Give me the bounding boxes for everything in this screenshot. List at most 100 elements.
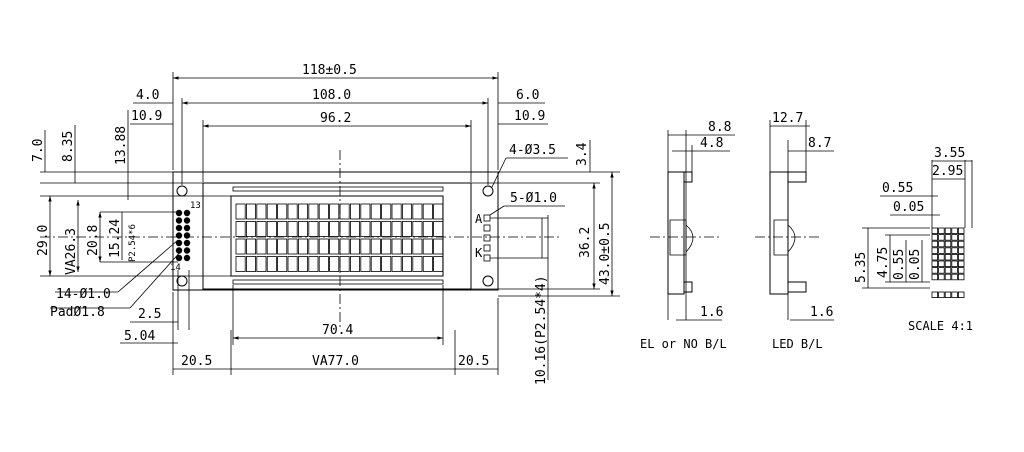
character-cell	[381, 238, 392, 255]
main-view: 13 A K 118±0.5 108.0 4.0 6.0	[31, 63, 620, 385]
character-cell	[381, 256, 392, 272]
matrix-dot	[951, 267, 958, 274]
pin-pad	[175, 224, 183, 232]
dim-20-5-right: 20.5	[458, 354, 489, 369]
pin-pad	[175, 232, 183, 239]
dim-3-4: 3.4	[575, 142, 590, 166]
cathode-label: K	[475, 246, 483, 260]
side-view-el: 8.8 4.8 1.6 EL or NO B/L	[640, 120, 735, 351]
pin-pad	[175, 239, 183, 247]
character-cell	[349, 221, 360, 237]
va-26-3: VA26.3	[64, 228, 79, 275]
led-dim-1-6: 1.6	[810, 305, 833, 320]
character-cell	[235, 203, 246, 220]
led-dim-12-7: 12.7	[772, 111, 803, 126]
left-margin-dim: 4.0	[136, 88, 159, 103]
right-margin-dim: 6.0	[516, 88, 539, 103]
matrix-dot	[931, 227, 938, 234]
character-cell	[256, 203, 267, 220]
pin-pad	[175, 209, 183, 217]
bezel-top-strip	[232, 186, 444, 192]
matrix-dot	[951, 247, 958, 254]
character-cell	[277, 221, 288, 237]
mount-hole-bottom-right	[482, 275, 494, 287]
character-cell	[287, 238, 298, 255]
character-cell	[266, 203, 277, 220]
matrix-dot	[938, 227, 945, 234]
character-cell	[381, 203, 392, 220]
character-cell	[245, 238, 256, 255]
character-cell	[360, 221, 371, 237]
character-cell	[297, 221, 308, 237]
character-cell	[370, 203, 381, 220]
character-cell	[329, 221, 340, 237]
character-cell	[329, 238, 340, 255]
cursor-dot	[958, 291, 965, 298]
char-dim-3-55: 3.55	[934, 146, 965, 161]
character-cell	[266, 221, 277, 237]
mount-hole-top-right	[482, 185, 494, 197]
matrix-dot	[931, 273, 938, 281]
bezel-bottom-strip	[232, 279, 444, 285]
character-cell	[339, 203, 350, 220]
matrix-dot	[938, 273, 945, 281]
matrix-dot	[938, 267, 945, 274]
char-dim-4-75: 4.75	[876, 247, 891, 278]
character-cell	[412, 221, 423, 237]
char-dim-0-55-side: 0.55	[892, 249, 907, 280]
bezel-outline	[202, 182, 472, 290]
el-dim-1-6: 1.6	[700, 305, 723, 320]
hole-pitch-dim: 108.0	[312, 88, 351, 103]
matrix-dot	[951, 227, 958, 234]
matrix-dot	[944, 240, 952, 248]
character-cell	[422, 203, 433, 220]
pcb-outline	[172, 171, 499, 291]
matrix-dot	[944, 247, 952, 254]
character-cell	[339, 221, 350, 237]
character-cell	[245, 221, 256, 237]
character-cell	[391, 203, 402, 220]
el-dim-8-8: 8.8	[708, 120, 731, 135]
matrix-dot	[958, 260, 965, 267]
matrix-dot	[931, 260, 938, 267]
cursor-dot	[944, 291, 952, 298]
matrix-dot	[951, 273, 958, 281]
char-dim-2-95: 2.95	[932, 164, 963, 179]
character-cell	[277, 256, 288, 272]
character-detail: 3.55 2.95 0.55 0.05 5.35 4.75 0.55 0.05 …	[854, 146, 973, 333]
character-cell	[318, 221, 329, 237]
character-cell	[339, 238, 350, 255]
dim-5-04: 5.04	[124, 329, 155, 344]
dim-20-5-left: 20.5	[181, 354, 212, 369]
character-cell	[391, 221, 402, 237]
character-cell	[287, 221, 298, 237]
matrix-dot	[944, 260, 952, 267]
cursor-dot	[931, 291, 938, 298]
matrix-dot	[938, 240, 945, 248]
character-cell	[360, 203, 371, 220]
matrix-dot	[938, 260, 945, 267]
el-caption: EL or NO B/L	[640, 337, 727, 351]
cursor-dot	[938, 291, 945, 298]
matrix-dot	[931, 267, 938, 274]
overall-width-dim: 118±0.5	[302, 63, 357, 78]
character-cell	[412, 203, 423, 220]
led-dim-8-7: 8.7	[808, 136, 831, 151]
dim-10-16: 10.16(P2.54*4)	[534, 275, 549, 385]
cursor-dot	[951, 291, 958, 298]
dim-36-2: 36.2	[578, 227, 593, 258]
character-cell	[256, 256, 267, 272]
pin-pad	[183, 224, 191, 232]
character-cell	[297, 203, 308, 220]
mount-hole-bottom-left	[176, 275, 188, 287]
char-dim-5-35: 5.35	[854, 252, 869, 283]
dot-matrix	[931, 227, 965, 298]
character-cell	[412, 256, 423, 272]
led-caption: LED B/L	[772, 337, 823, 351]
character-cell	[256, 238, 267, 255]
character-cell	[235, 221, 246, 237]
pad-size-callout: PadØ1.8	[50, 305, 105, 320]
character-cell	[277, 238, 288, 255]
matrix-dot	[951, 234, 958, 241]
